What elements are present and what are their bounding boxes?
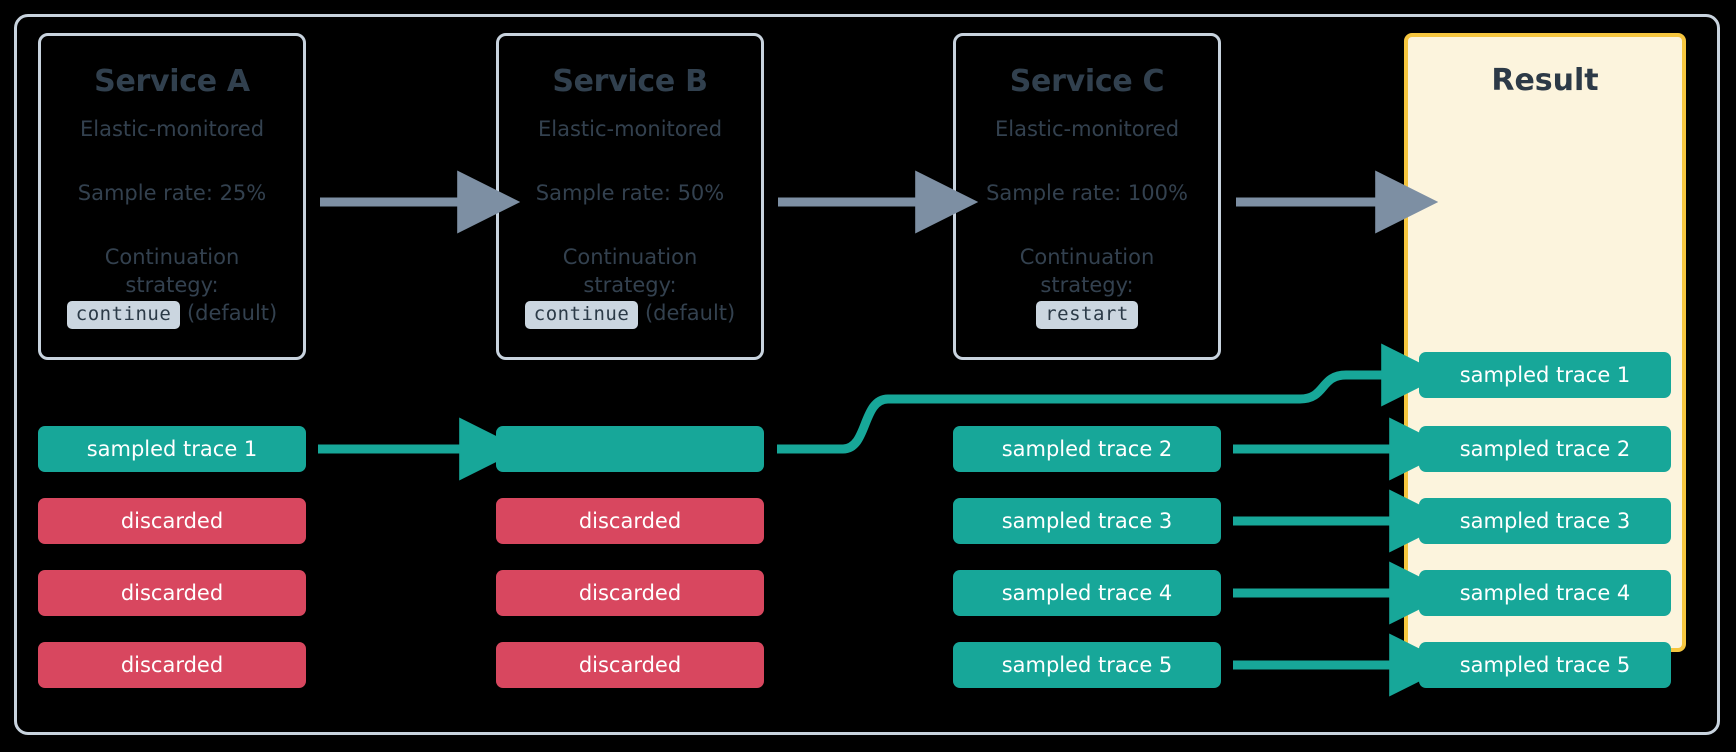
- trace-chip-a-1: sampled trace 1: [38, 426, 306, 472]
- service-b-continuation-line2: strategy:: [583, 273, 677, 298]
- result-panel-title: Result: [1491, 63, 1599, 98]
- service-b-title: Service B: [552, 64, 708, 99]
- service-c-continuation-label: Continuation strategy:: [1020, 243, 1155, 299]
- trace-chip-a-2: discarded: [38, 498, 306, 544]
- service-c-strategy-row: restart: [1036, 301, 1138, 330]
- result-chip-5: sampled trace 5: [1419, 642, 1671, 688]
- trace-chip-a-4: discarded: [38, 642, 306, 688]
- trace-chip-a-3: discarded: [38, 570, 306, 616]
- service-a-continuation-label: Continuation strategy:: [105, 243, 240, 299]
- result-chip-4: sampled trace 4: [1419, 570, 1671, 616]
- service-a-strategy-code: continue: [66, 301, 181, 330]
- trace-chip-c-3: sampled trace 4: [953, 570, 1221, 616]
- service-b-strategy-code: continue: [524, 301, 639, 330]
- service-c-continuation-line1: Continuation: [1019, 245, 1155, 269]
- service-c-title: Service C: [1009, 64, 1165, 99]
- service-b-sample-rate: Sample rate: 50%: [535, 181, 725, 205]
- service-card-b: Service B Elastic-monitored Sample rate:…: [496, 33, 764, 360]
- service-b-strategy-note: (default): [644, 301, 736, 326]
- service-b-strategy-row: continue (default): [524, 301, 736, 330]
- service-a-title: Service A: [94, 64, 250, 99]
- trace-chip-c-1: sampled trace 2: [953, 426, 1221, 472]
- service-b-continuation-label: Continuation strategy:: [563, 243, 698, 299]
- service-a-strategy-row: continue (default): [66, 301, 278, 330]
- service-a-continuation-line1: Continuation: [104, 245, 240, 269]
- service-card-a: Service A Elastic-monitored Sample rate:…: [38, 33, 306, 360]
- result-panel: Result: [1404, 33, 1686, 652]
- service-c-monitored: Elastic-monitored: [994, 117, 1180, 141]
- service-b-continuation-line1: Continuation: [562, 245, 698, 269]
- service-a-strategy-note: (default): [186, 301, 278, 326]
- service-b-monitored: Elastic-monitored: [537, 117, 723, 141]
- service-a-monitored: Elastic-monitored: [79, 117, 265, 141]
- outer-frame: [14, 14, 1720, 735]
- result-chip-1: sampled trace 1: [1419, 352, 1671, 398]
- result-chip-3: sampled trace 3: [1419, 498, 1671, 544]
- trace-chip-b-3: discarded: [496, 570, 764, 616]
- service-card-c: Service C Elastic-monitored Sample rate:…: [953, 33, 1221, 360]
- service-a-continuation-line2: strategy:: [125, 273, 219, 298]
- trace-chip-b-4: discarded: [496, 642, 764, 688]
- trace-chip-c-4: sampled trace 5: [953, 642, 1221, 688]
- result-chip-2: sampled trace 2: [1419, 426, 1671, 472]
- service-c-strategy-code: restart: [1036, 301, 1138, 330]
- service-c-continuation-line2: strategy:: [1040, 273, 1134, 298]
- service-c-sample-rate: Sample rate: 100%: [986, 181, 1188, 205]
- trace-chip-b-1: [496, 426, 764, 472]
- service-a-sample-rate: Sample rate: 25%: [77, 181, 267, 205]
- trace-chip-c-2: sampled trace 3: [953, 498, 1221, 544]
- trace-chip-b-2: discarded: [496, 498, 764, 544]
